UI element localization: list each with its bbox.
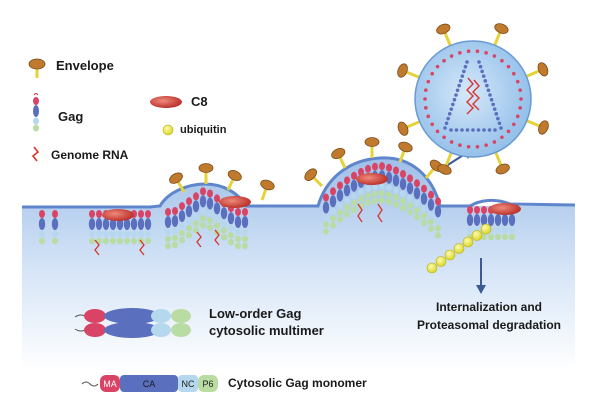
gag-lattice xyxy=(38,162,516,250)
genome-rna-strands xyxy=(94,203,383,256)
p6-label: P6 xyxy=(202,379,213,389)
ca-domain xyxy=(120,375,178,392)
ma-domain xyxy=(100,375,120,392)
c8-label: C8 xyxy=(191,94,208,109)
monomer-label: Cytosolic Gag monomer xyxy=(228,376,367,390)
c8-legend-icon xyxy=(150,96,182,108)
plasma-membrane xyxy=(22,156,576,209)
mature-virion xyxy=(397,23,549,175)
nc-domain xyxy=(178,375,198,392)
envelope-label: Envelope xyxy=(56,58,114,73)
internalization-label-line1: Internalization and xyxy=(435,300,542,314)
multimer-label-line2: cytosolic multimer xyxy=(209,323,324,338)
nc-label: NC xyxy=(182,379,195,389)
genome-rna-legend-icon xyxy=(31,146,40,162)
gag-legend-icon xyxy=(33,93,39,132)
internalization-arrow xyxy=(476,258,486,294)
ma-label: MA xyxy=(103,379,117,389)
gag-multimer-illustration xyxy=(74,308,191,338)
cytoplasm xyxy=(22,157,575,370)
ubiquitin-legend-icon xyxy=(162,124,174,136)
gag-label: Gag xyxy=(58,109,84,124)
internalization-label-line2: Proteasomal degradation xyxy=(416,318,562,332)
ca-label: CA xyxy=(143,379,156,389)
ubiquitin-chain xyxy=(426,223,492,274)
ubiquitin-label: ubiquitin xyxy=(180,124,227,136)
envelope-legend-icon xyxy=(28,58,46,78)
c8-at-membrane xyxy=(102,173,521,221)
genome-rna-label: Genome RNA xyxy=(51,148,129,162)
multimer-label-line1: Low-order Gag xyxy=(209,306,302,321)
gag-monomer-illustration: MA CA NC P6 xyxy=(81,375,218,392)
p6-domain xyxy=(198,375,218,392)
